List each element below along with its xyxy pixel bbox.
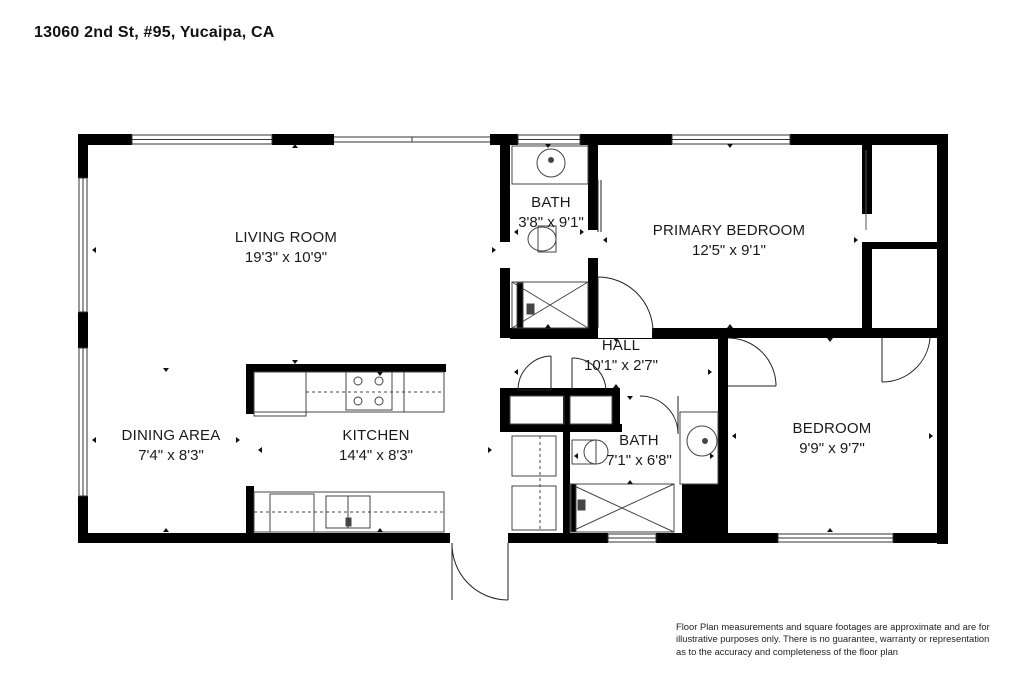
address-title: 13060 2nd St, #95, Yucaipa, CA <box>34 24 275 41</box>
room-name: DINING AREA <box>121 427 221 444</box>
room-living-room: LIVING ROOM 19'3" x 10'9" <box>235 228 337 268</box>
disclaimer-line: illustrative purposes only. There is no … <box>676 633 990 645</box>
room-hall: HALL 10'1" x 2'7" <box>584 336 658 376</box>
room-dimensions: 3'8" x 9'1" <box>518 214 584 231</box>
room-dining-area: DINING AREA 7'4" x 8'3" <box>122 426 221 466</box>
disclaimer-line: Floor Plan measurements and square foota… <box>676 621 990 632</box>
interior-walls <box>246 134 942 538</box>
room-dimensions: 7'1" x 6'8" <box>606 452 672 469</box>
room-name: BEDROOM <box>792 420 872 437</box>
disclaimer-text: Floor Plan measurements and square foota… <box>676 621 1012 658</box>
room-name: LIVING ROOM <box>234 229 338 246</box>
room-name: BATH <box>531 194 571 211</box>
dimension-markers <box>92 144 933 532</box>
room-name: HALL <box>601 337 641 354</box>
bath-fixtures <box>509 145 719 533</box>
doors <box>451 180 931 601</box>
room-name: BATH <box>619 432 659 449</box>
room-kitchen: KITCHEN 14'4" x 8'3" <box>339 426 413 466</box>
room-bath-1: BATH 3'8" x 9'1" <box>518 193 584 233</box>
room-bath-2: BATH 7'1" x 6'8" <box>606 431 672 471</box>
room-name: KITCHEN <box>342 427 410 444</box>
room-dimensions: 9'9" x 9'7" <box>799 440 865 457</box>
room-dimensions: 19'3" x 10'9" <box>244 249 328 266</box>
room-dimensions: 14'4" x 8'3" <box>339 447 413 464</box>
windows <box>78 134 894 543</box>
room-dimensions: 12'5" x 9'1" <box>692 242 766 259</box>
disclaimer-line: as to the accuracy and completeness of t… <box>676 645 899 657</box>
room-primary-bedroom: PRIMARY BEDROOM 12'5" x 9'1" <box>653 221 805 261</box>
room-dimensions: 10'1" x 2'7" <box>584 357 658 374</box>
room-bedroom: BEDROOM 9'9" x 9'7" <box>793 419 872 459</box>
room-name: PRIMARY BEDROOM <box>652 222 806 239</box>
kitchen-fixtures <box>253 371 557 533</box>
room-dimensions: 7'4" x 8'3" <box>138 447 204 464</box>
